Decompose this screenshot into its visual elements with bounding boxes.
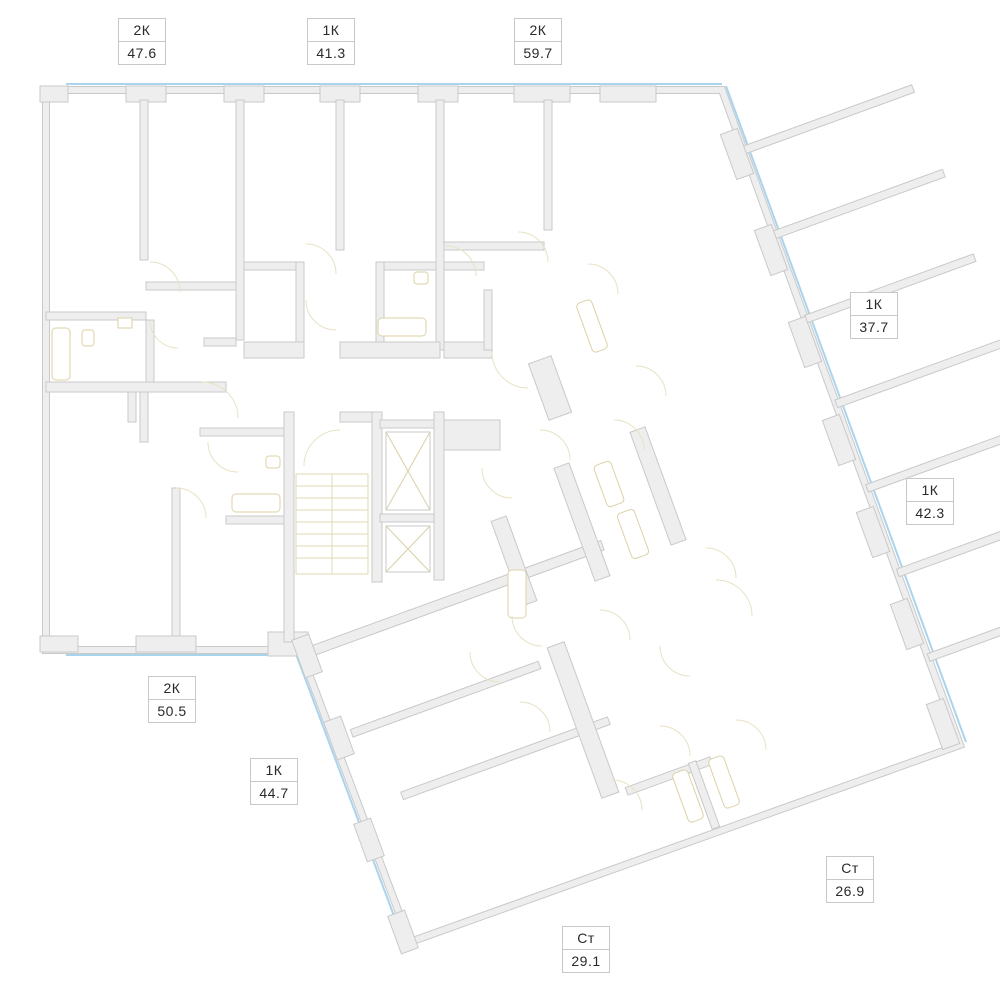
- apartment-label-2k-59-7[interactable]: 2К 59.7: [514, 18, 562, 65]
- apartment-type: 1К: [251, 759, 297, 782]
- apartment-area: 29.1: [571, 953, 601, 969]
- corridor-walls: [490, 355, 721, 830]
- lower-wing-piers: [291, 633, 419, 955]
- apartment-label-1k-41-3[interactable]: 1К 41.3: [307, 18, 355, 65]
- apartment-label-2k-50-5[interactable]: 2К 50.5: [148, 676, 196, 723]
- apartment-label-1k-44-7[interactable]: 1К 44.7: [250, 758, 298, 805]
- apartment-type: Ст: [827, 857, 873, 880]
- apartment-type: 1К: [308, 19, 354, 42]
- core: [295, 411, 501, 583]
- apartment-type: 2К: [515, 19, 561, 42]
- apartment-label-2k-47-6[interactable]: 2К 47.6: [118, 18, 166, 65]
- interior-walls: [45, 99, 553, 643]
- apartment-label-st-29-1[interactable]: Ст 29.1: [562, 926, 610, 973]
- apartment-type: 1К: [907, 479, 953, 502]
- apartment-area: 37.7: [859, 319, 889, 335]
- apartment-area: 44.7: [259, 785, 289, 801]
- apartment-type: 1К: [851, 293, 897, 316]
- bathroom-fixtures: [51, 271, 740, 823]
- apartment-area: 50.5: [157, 703, 187, 719]
- apartment-type: 2К: [119, 19, 165, 42]
- apartment-area: 47.6: [127, 45, 157, 61]
- wall-piers: [39, 85, 657, 657]
- door-swings: [149, 231, 767, 811]
- apartment-area: 59.7: [523, 45, 553, 61]
- right-wing-piers: [719, 127, 961, 751]
- right-wing-walls: [741, 84, 1000, 662]
- apartment-area: 41.3: [316, 45, 346, 61]
- apartment-area: 26.9: [835, 883, 865, 899]
- apartment-label-st-26-9[interactable]: Ст 26.9: [826, 856, 874, 903]
- apartment-type: Ст: [563, 927, 609, 950]
- apartment-area: 42.3: [915, 505, 945, 521]
- lower-wing-walls: [299, 539, 611, 801]
- apartment-label-1k-42-3[interactable]: 1К 42.3: [906, 478, 954, 525]
- window-lines: [66, 83, 967, 949]
- apartment-label-1k-37-7[interactable]: 1К 37.7: [850, 292, 898, 339]
- apartment-type: 2К: [149, 677, 195, 700]
